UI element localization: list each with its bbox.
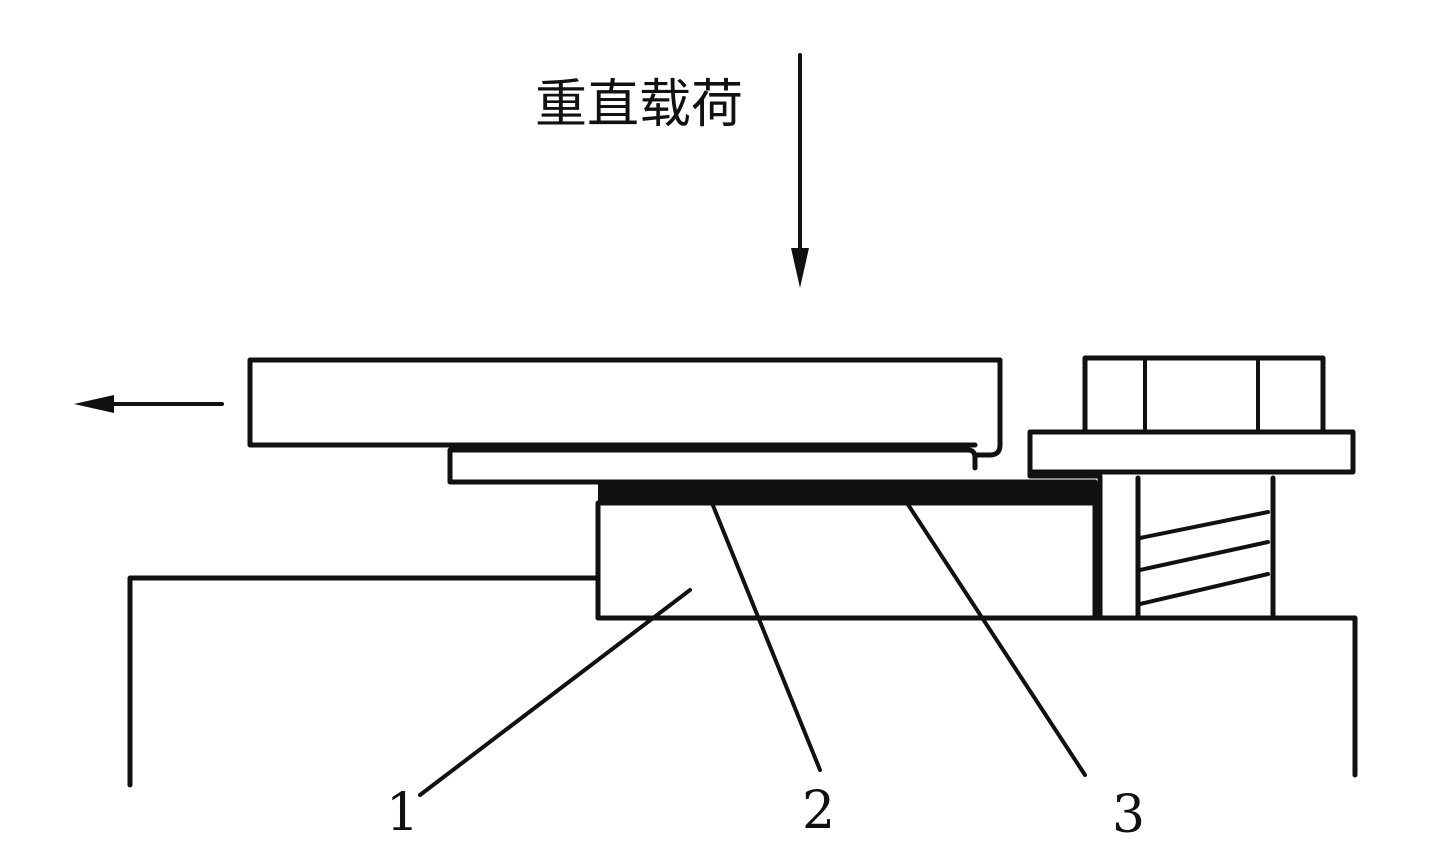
callout-1: 1 — [386, 783, 419, 843]
callout-3: 3 — [1112, 785, 1145, 845]
bolt-head — [1082, 355, 1326, 435]
clamp-bar — [1027, 429, 1356, 479]
leader-line-2 — [710, 501, 822, 772]
sub-plate — [447, 447, 1098, 485]
vertical-load-arrow — [791, 53, 809, 288]
friction-sample-layer — [598, 483, 1098, 503]
horizontal-pull-arrow — [74, 395, 224, 413]
callout-2: 2 — [802, 781, 835, 841]
top-plate — [247, 357, 1003, 458]
leader-line-1 — [418, 588, 692, 797]
screw-body — [1097, 475, 1276, 618]
vertical-load-label: 重直载荷 — [535, 75, 743, 135]
base-frame — [127, 575, 1358, 788]
leader-line-3 — [905, 501, 1087, 777]
